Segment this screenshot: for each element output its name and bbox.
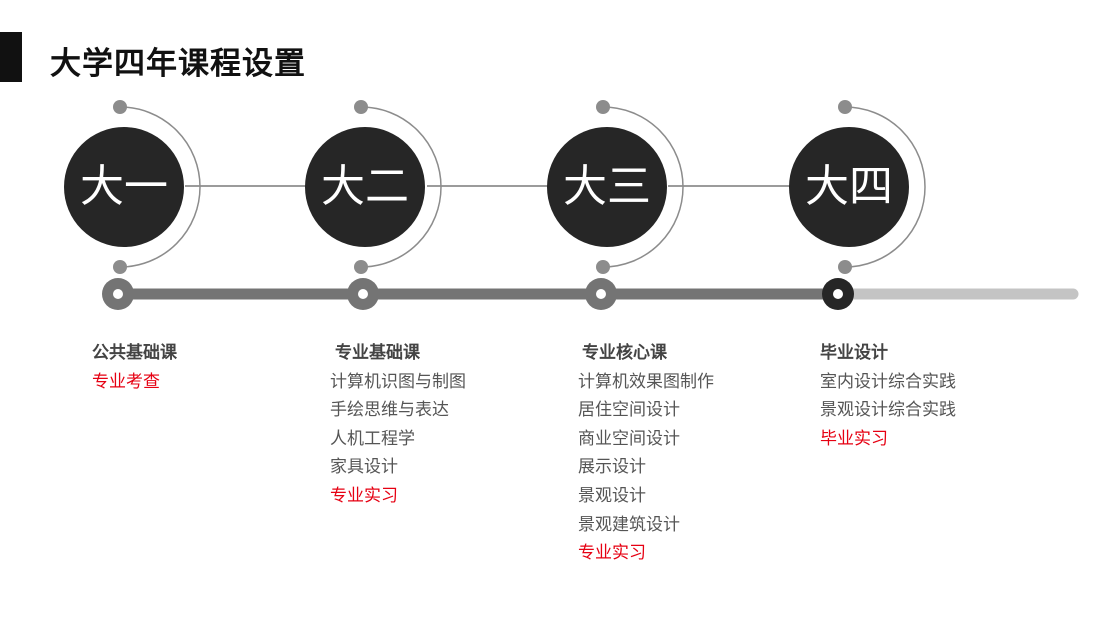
year-3-practice: 专业实习 [578, 543, 646, 564]
year-3-arc-dot-bottom [596, 260, 610, 274]
year-1-marker-center [113, 289, 123, 299]
year-2-arc [360, 106, 442, 268]
year-4-arc-dot-top [838, 100, 852, 114]
year-2-circle [305, 127, 425, 247]
course-item: 计算机识图与制图 [330, 371, 466, 392]
course-item: 计算机效果图制作 [578, 371, 714, 392]
year-2-practice: 专业实习 [330, 485, 398, 506]
year-3-heading: 专业核心课 [582, 343, 667, 363]
year-3-courses: 专业核心课 计算机效果图制作 居住空间设计 商业空间设计 展示设计 景观设计 景… [578, 339, 714, 568]
year-1-arc-dot-bottom [113, 260, 127, 274]
year-2-label: 大二 [321, 161, 409, 212]
course-item: 居住空间设计 [578, 400, 680, 421]
year-2-courses: 专业基础课 计算机识图与制图 手绘思维与表达 人机工程学 家具设计 专业实习 [330, 339, 466, 511]
year-4-arc [844, 106, 926, 268]
year-1-arc-dot-top [113, 100, 127, 114]
course-item: 家具设计 [330, 457, 398, 478]
year-4-marker-center [833, 289, 843, 299]
year-3-label: 大三 [563, 161, 651, 212]
year-1-heading: 公共基础课 [92, 343, 177, 363]
course-item: 展示设计 [578, 457, 646, 478]
year-1-circle [64, 127, 184, 247]
year-2-marker-center [358, 289, 368, 299]
year-1-courses: 公共基础课 专业考查 [92, 339, 177, 396]
page-title: 大学四年课程设置 [50, 46, 306, 82]
course-item: 景观设计综合实践 [820, 400, 956, 421]
course-item: 景观设计 [578, 485, 646, 506]
year-4-courses: 毕业设计 室内设计综合实践 景观设计综合实践 毕业实习 [820, 339, 956, 453]
year-4-practice: 毕业实习 [820, 428, 888, 449]
course-item: 室内设计综合实践 [820, 371, 956, 392]
year-2-arc-dot-bottom [354, 260, 368, 274]
year-3-arc-dot-top [596, 100, 610, 114]
year-3-circle [547, 127, 667, 247]
title-accent-bar [0, 32, 22, 82]
year-4-circle [789, 127, 909, 247]
course-item: 景观建筑设计 [578, 514, 680, 535]
course-item: 商业空间设计 [578, 428, 680, 449]
year-1-label: 大一 [80, 161, 168, 212]
year-1-arc [119, 106, 201, 268]
course-item: 人机工程学 [330, 428, 415, 449]
year-2-heading: 专业基础课 [335, 343, 420, 363]
year-4-arc-dot-bottom [838, 260, 852, 274]
year-3-arc [602, 106, 684, 268]
year-3-marker-center [596, 289, 606, 299]
year-4-heading: 毕业设计 [820, 343, 888, 363]
year-1-practice: 专业考查 [92, 371, 160, 392]
course-item: 手绘思维与表达 [330, 400, 449, 421]
year-2-arc-dot-top [354, 100, 368, 114]
year-4-label: 大四 [805, 161, 893, 212]
